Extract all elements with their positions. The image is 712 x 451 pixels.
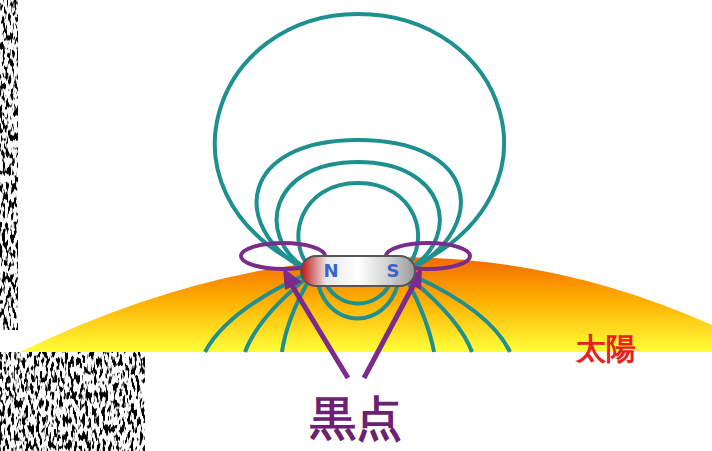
magnetogram-strip xyxy=(0,0,18,330)
bar-magnet: NS xyxy=(300,255,416,287)
magnetogram-patch xyxy=(0,352,145,451)
magnetogram-strip xyxy=(0,0,18,330)
pole-label: S xyxy=(387,262,400,280)
sun-label: 太陽 xyxy=(576,334,636,364)
sunspot-label: 黒点 xyxy=(310,395,402,441)
field-lines xyxy=(205,14,510,352)
pole-label: N xyxy=(323,262,338,280)
magnetogram-patch xyxy=(0,352,145,451)
